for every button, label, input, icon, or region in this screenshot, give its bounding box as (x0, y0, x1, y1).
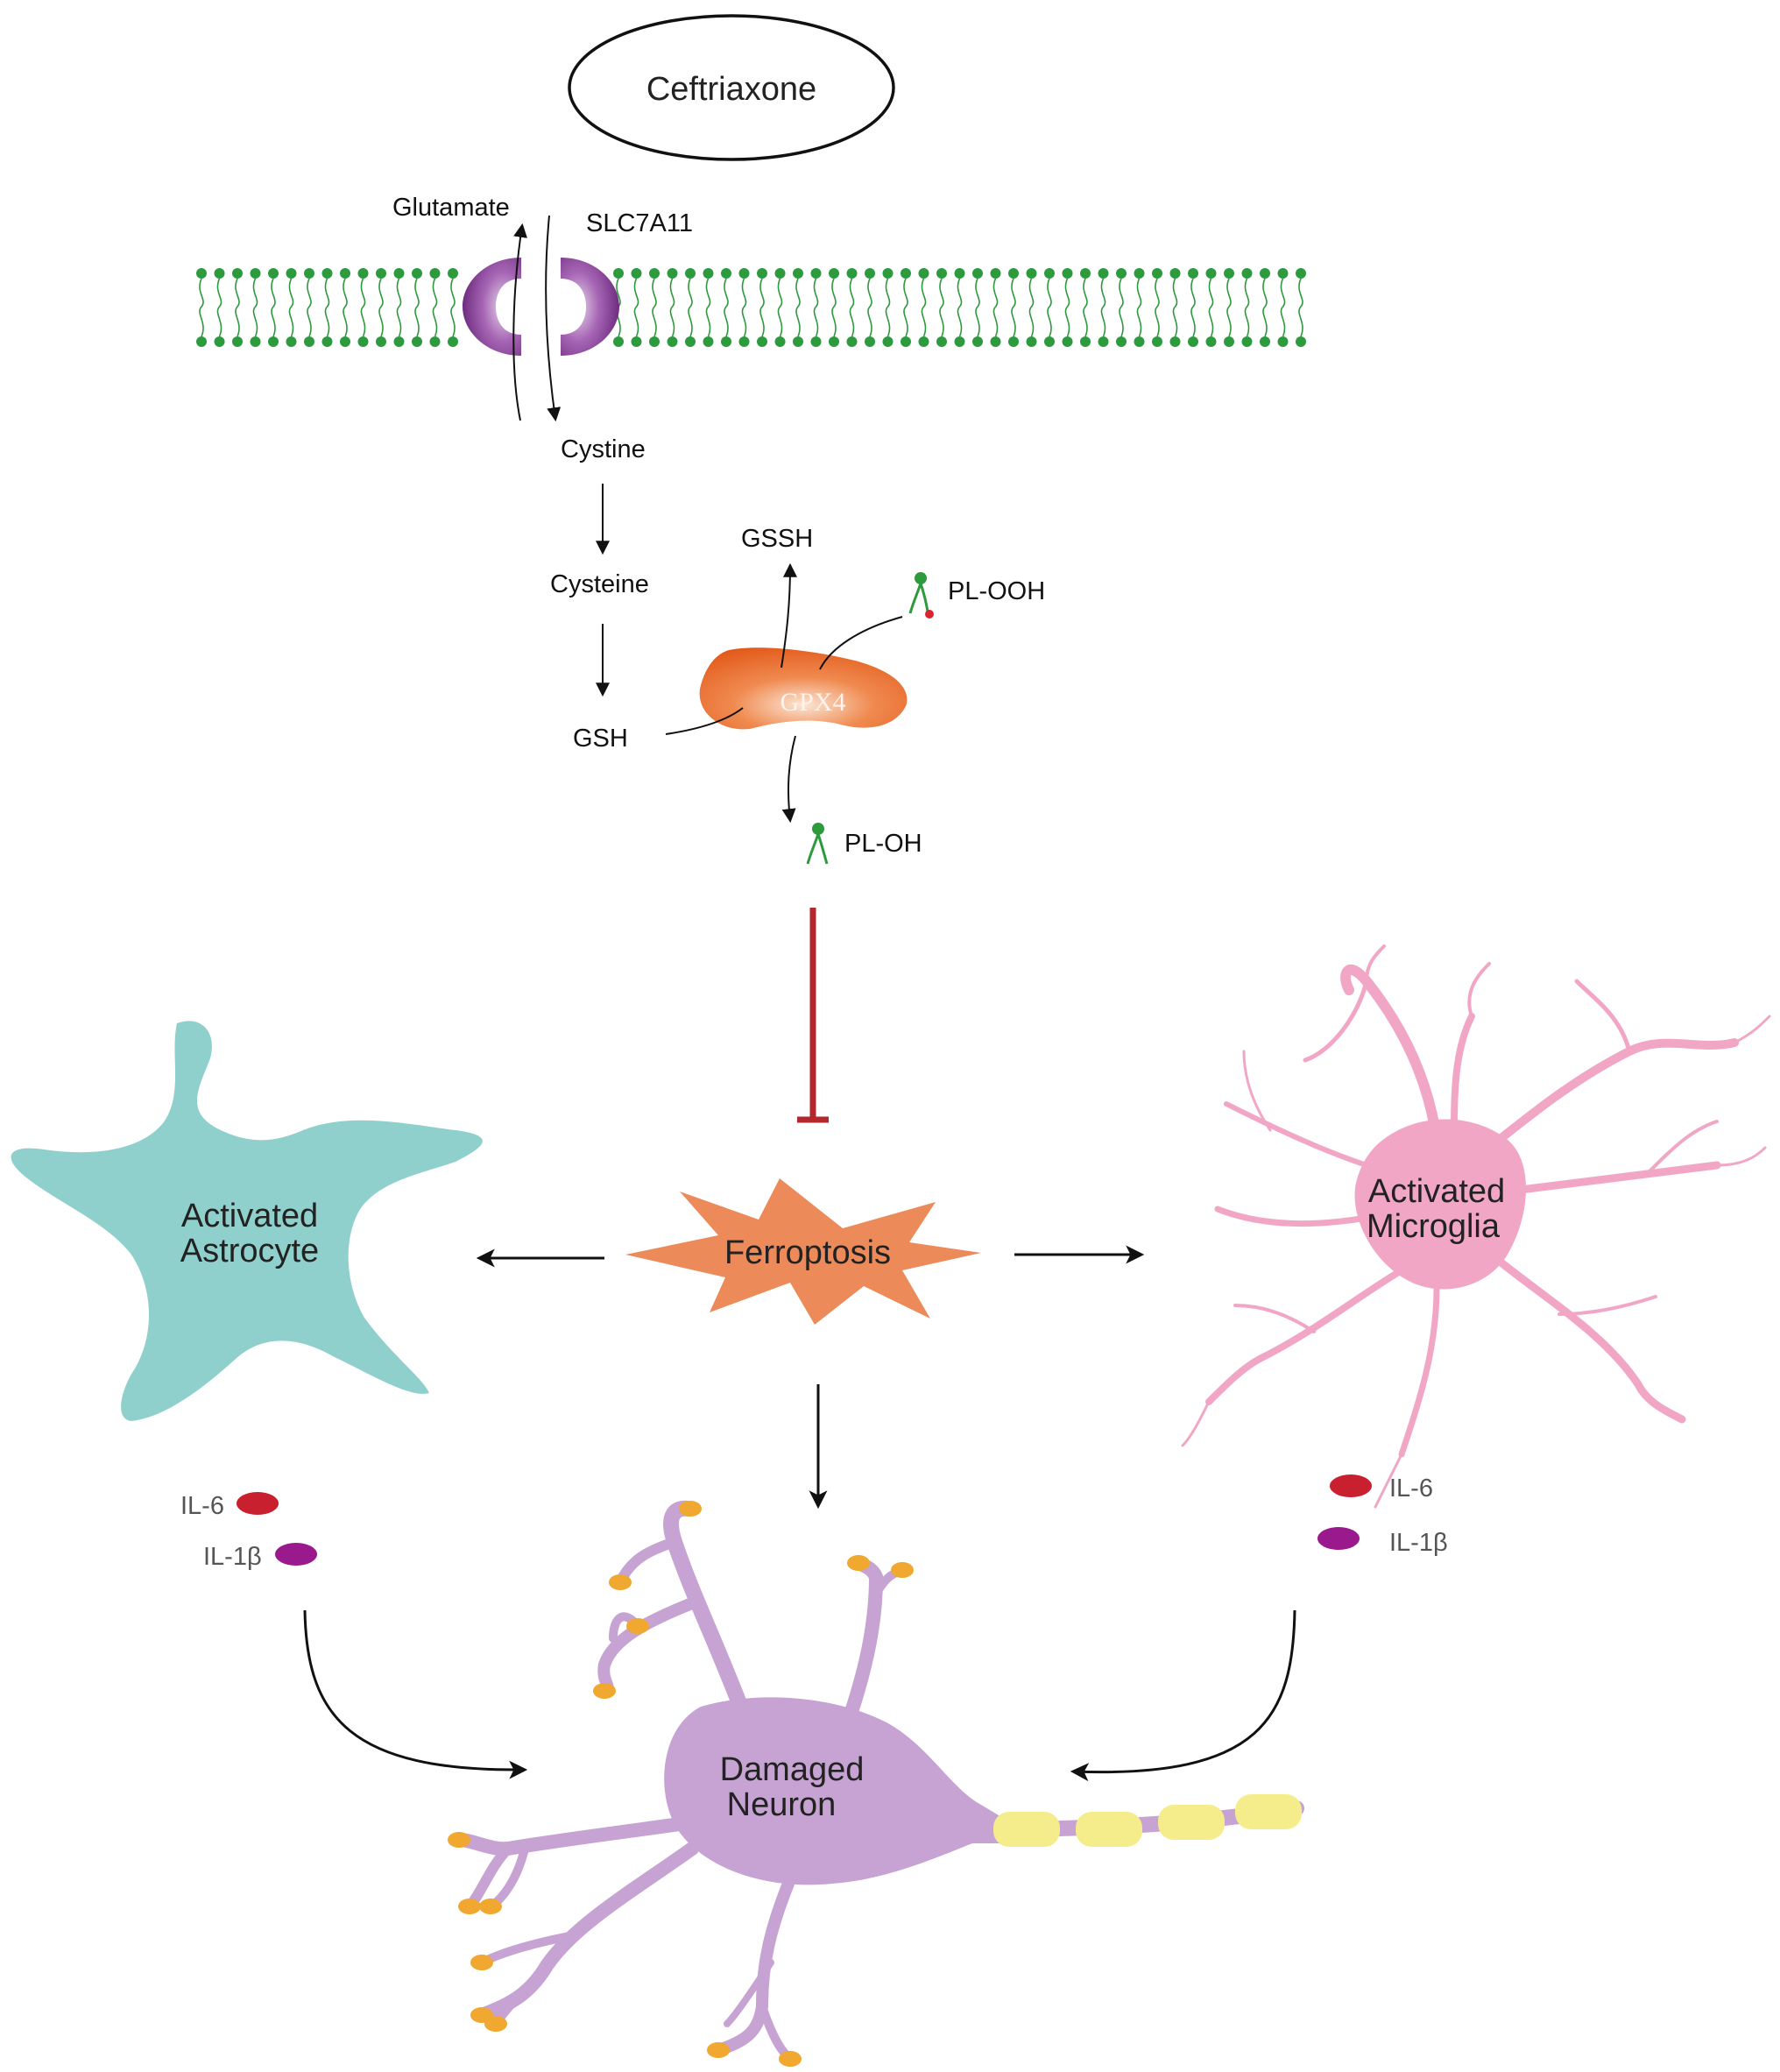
plooh-to-gpx4-line (819, 616, 903, 670)
il1b-left-molecule (275, 1543, 317, 1566)
glutamate-efflux-arrow (512, 223, 527, 421)
ceftriaxone-node: Ceftriaxone (568, 14, 895, 161)
il6-left-molecule (237, 1492, 279, 1515)
cytokines-right: IL-6 IL-1β (1317, 1474, 1448, 1557)
astrocyte-label-line2: Astrocyte (180, 1233, 319, 1269)
neuron-label-line2: Neuron (727, 1786, 837, 1823)
glutamate-label: Glutamate (392, 194, 510, 222)
inhibition-symbol (797, 908, 829, 1123)
pl-ooh-lipid-icon (908, 572, 934, 619)
activated-microglia: Activated Microglia (1181, 944, 1771, 1509)
gpx4-enzyme: GPX4 (699, 647, 908, 730)
slc7a11-label: SLC7A11 (586, 209, 693, 237)
gpx4-label: GPX4 (780, 688, 845, 717)
il1b-right-molecule (1317, 1527, 1360, 1550)
il1b-right-label: IL-1β (1389, 1529, 1448, 1557)
ferroptosis-label: Ferroptosis (724, 1234, 891, 1271)
pl-oh-label: PL-OH (844, 830, 922, 858)
gsh-label: GSH (573, 725, 628, 753)
il6-left-label: IL-6 (180, 1492, 224, 1520)
gpx4-to-gssh-arrow (781, 562, 797, 668)
ceftriaxone-label: Ceftriaxone (646, 71, 816, 108)
ferroptosis-burst: Ferroptosis (625, 1178, 981, 1325)
cystine-influx-arrow (545, 215, 562, 422)
gpx4-to-ploh-arrow (781, 735, 796, 824)
damaged-neuron: Damaged Neuron (448, 1500, 1304, 2067)
gssh-label: GSSH (741, 525, 813, 553)
astrocyte-cytokines-to-neuron-arrow (303, 1609, 528, 1779)
pl-ooh-label: PL-OOH (948, 577, 1045, 605)
il6-right-molecule (1330, 1474, 1372, 1497)
cell-membrane (196, 268, 1306, 347)
cytokines-left: IL-6 IL-1β (180, 1492, 317, 1571)
neuron-label-line1: Damaged (720, 1751, 865, 1788)
pl-oh-lipid-icon (806, 823, 829, 865)
cysteine-label: Cysteine (550, 570, 649, 598)
microglia-label-line2: Microglia (1367, 1208, 1501, 1245)
il1b-left-label: IL-1β (203, 1543, 262, 1571)
cystine-label: Cystine (561, 435, 646, 463)
astrocyte-label-line1: Activated (181, 1198, 318, 1234)
gsh-to-gpx4-line (665, 707, 744, 735)
activated-astrocyte: Activated Astrocyte (11, 1021, 483, 1421)
slc7a11-transporter (463, 258, 619, 356)
microglia-label-line1: Activated (1368, 1173, 1505, 1210)
il6-right-label: IL-6 (1389, 1474, 1433, 1503)
microglia-cytokines-to-neuron-arrow (1070, 1609, 1296, 1782)
